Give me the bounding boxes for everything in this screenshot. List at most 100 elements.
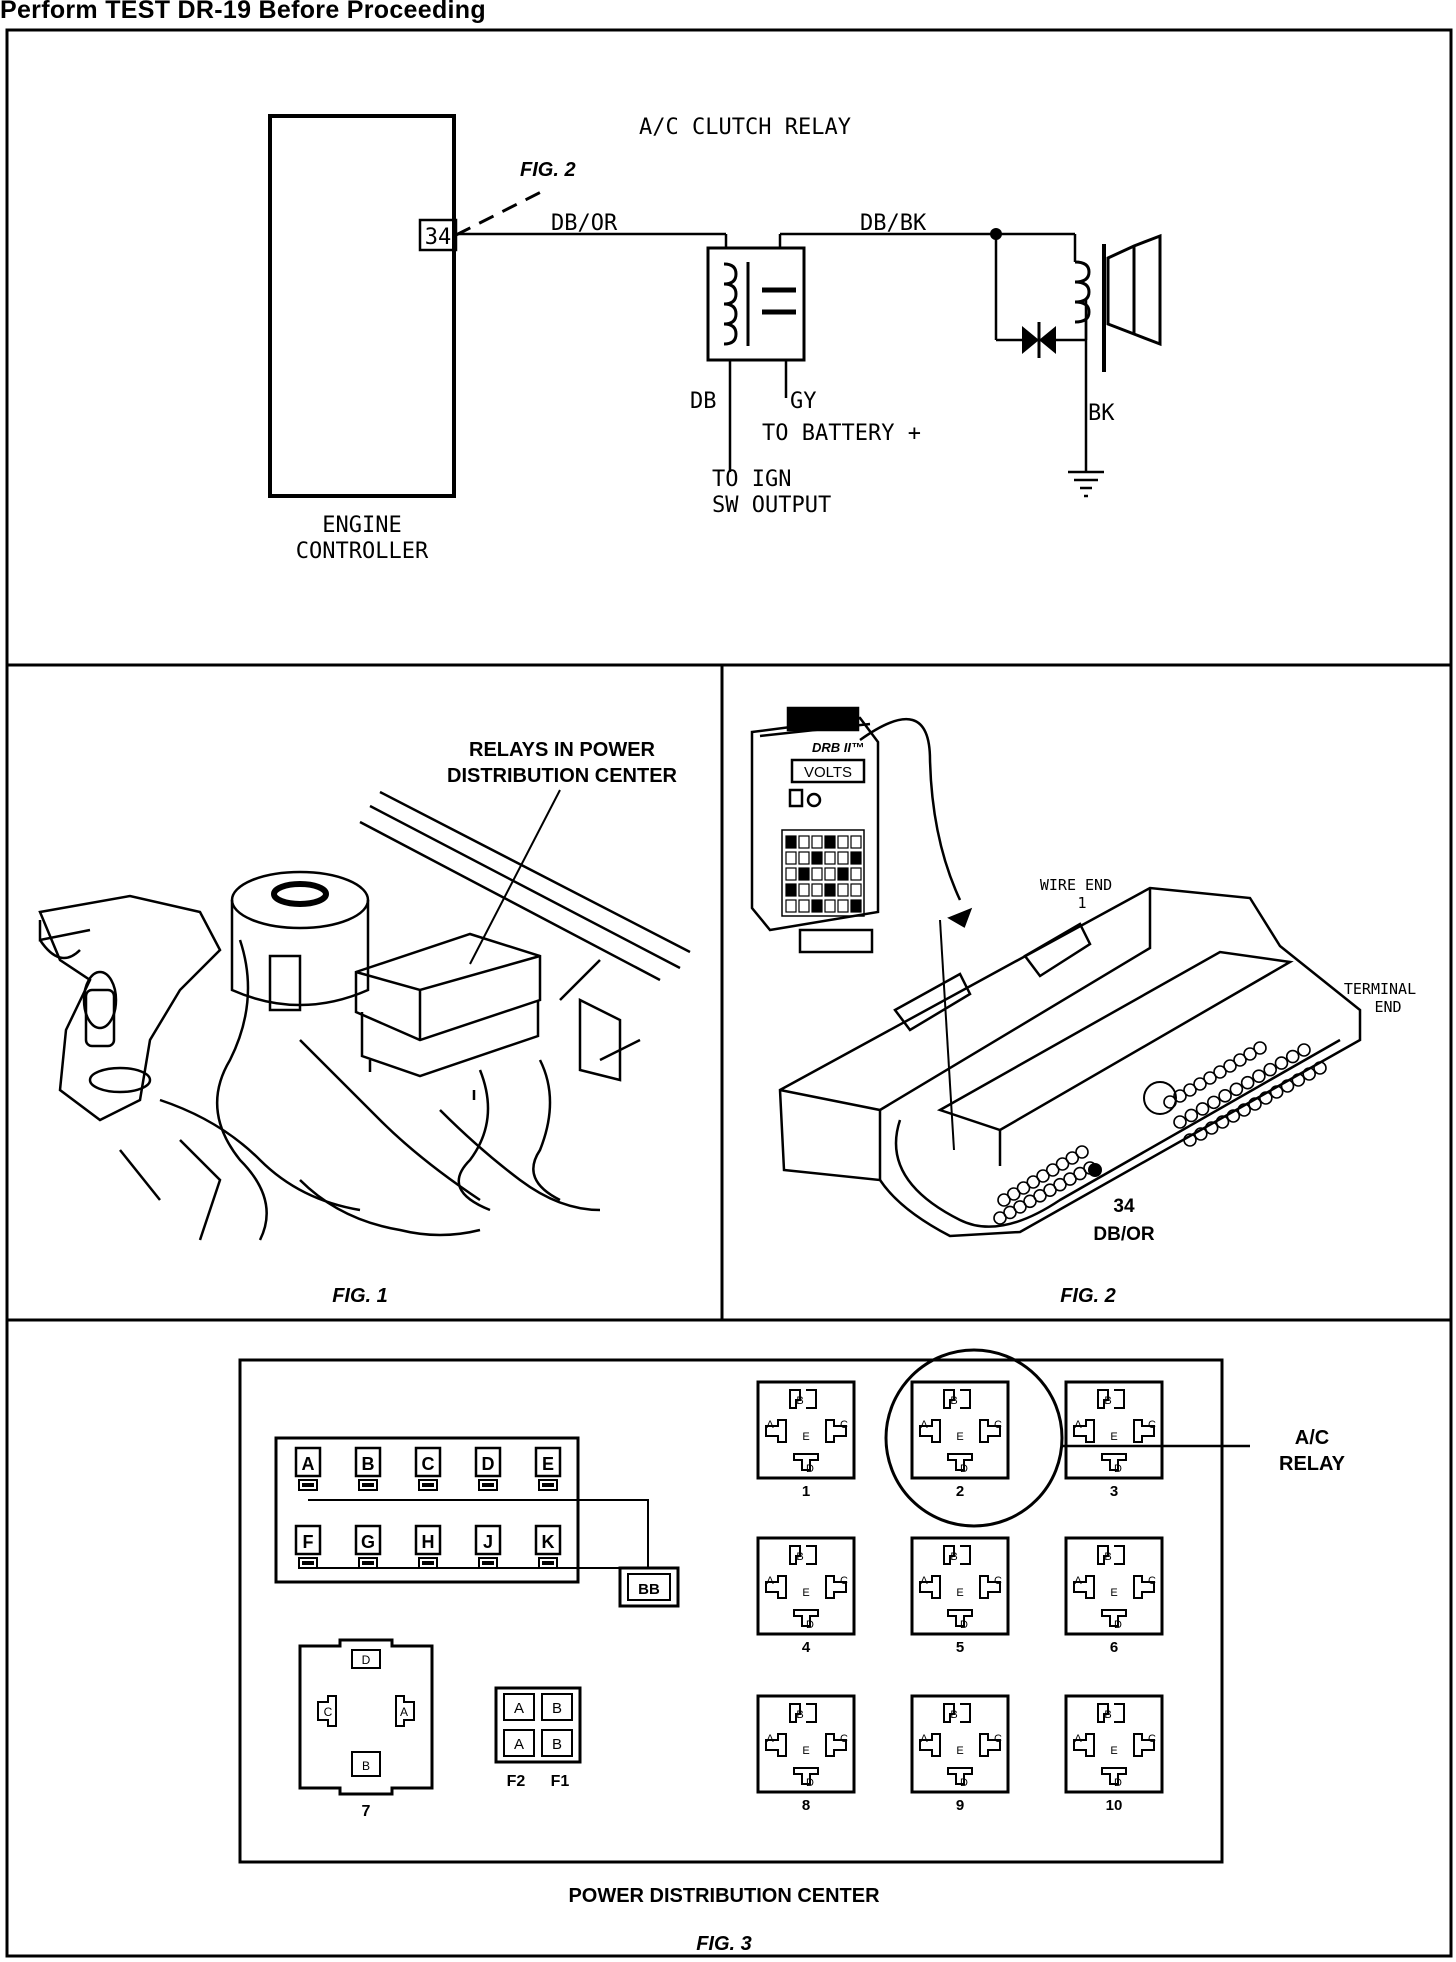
relay-1-pin-a: A xyxy=(766,1419,774,1431)
relay-2-pin-a: A xyxy=(920,1419,928,1431)
fig1-label-1: RELAYS IN POWER xyxy=(469,739,656,761)
ground-icon xyxy=(1068,470,1104,498)
ac-relay-label-1: A/C xyxy=(1295,1427,1329,1449)
clamp-diode xyxy=(1022,322,1056,358)
relay-3-pin-c: C xyxy=(1148,1419,1156,1431)
relay-grid: ABCDE1ABCDE2ABCDE3ABCDE4ABCDE5ABCDE6ABCD… xyxy=(756,1380,1164,1814)
relay-number: 5 xyxy=(956,1639,964,1656)
fig2-caption: FIG. 2 xyxy=(1060,1285,1116,1307)
relay-9-pin-c: C xyxy=(994,1733,1002,1745)
controller-label-2: CONTROLLER xyxy=(296,539,429,564)
f1-label: F1 xyxy=(551,1773,570,1790)
relay-9-pin-b: B xyxy=(950,1709,957,1721)
relay-1-pin-e: E xyxy=(802,1431,809,1443)
fuse-block xyxy=(274,1436,580,1584)
relay-8-pin-a: A xyxy=(766,1733,774,1745)
relay-9-pin-e: E xyxy=(956,1745,963,1757)
relay-5-pin-e: E xyxy=(956,1587,963,1599)
relay-4-pin-b: B xyxy=(796,1551,803,1563)
wire-gy-label: GY xyxy=(790,389,817,414)
relay-8-pin-b: B xyxy=(796,1709,803,1721)
connector-7 xyxy=(298,1638,434,1796)
tester-display: VOLTS xyxy=(804,764,852,781)
relay-8-pin-e: E xyxy=(802,1745,809,1757)
relay-number: 2 xyxy=(956,1483,964,1500)
relay-3-pin-d: D xyxy=(1114,1463,1122,1475)
pin-34-probe-point xyxy=(1088,1163,1102,1177)
small-fuse-a2: A xyxy=(514,1736,524,1753)
relay-number: 8 xyxy=(802,1797,810,1814)
relay-9-pin-d: D xyxy=(960,1777,968,1789)
relay-4-pin-e: E xyxy=(802,1587,809,1599)
engine-controller-box xyxy=(268,114,456,498)
wire-bk-label: BK xyxy=(1088,401,1115,426)
conn7-b: B xyxy=(362,1759,370,1773)
fuse-label-g: G xyxy=(361,1532,375,1552)
battery-label: TO BATTERY + xyxy=(762,421,921,446)
relay-2-pin-c: C xyxy=(994,1419,1002,1431)
tester-brand: DRB II™ xyxy=(812,740,864,755)
relay-number: 4 xyxy=(802,1639,811,1656)
fig-ref-dash xyxy=(455,188,546,237)
small-fuse-a1: A xyxy=(514,1700,524,1717)
ac-relay-highlight xyxy=(884,1348,1064,1528)
wire-db-bk-label: DB/BK xyxy=(860,211,927,236)
fig1-label-2: DISTRIBUTION CENTER xyxy=(447,765,678,787)
pdc-title: POWER DISTRIBUTION CENTER xyxy=(568,1885,880,1907)
terminal-end-label-2: END xyxy=(1374,998,1401,1016)
bus-bar-box xyxy=(618,1566,680,1608)
relay-number: 3 xyxy=(1110,1483,1118,1500)
bus-bar-label: BB xyxy=(638,1581,660,1598)
relay-2-pin-e: E xyxy=(956,1431,963,1443)
tester-keypad xyxy=(785,835,862,913)
schematic: 34 A/C CLUTCH RELAY FIG. 2 DB/OR DB/BK xyxy=(268,114,1162,564)
small-fuse-b2: B xyxy=(552,1736,562,1753)
f2-label: F2 xyxy=(507,1773,526,1790)
relay-2-pin-d: D xyxy=(960,1463,968,1475)
ign-label-1: TO IGN xyxy=(712,467,791,492)
fuse-label-j: J xyxy=(483,1532,493,1552)
fuse-label-b: B xyxy=(362,1454,375,1474)
panel-borders xyxy=(5,28,1453,1958)
drb-tester xyxy=(750,706,962,954)
relay-5-pin-a: A xyxy=(920,1575,928,1587)
relay-6-pin-e: E xyxy=(1110,1587,1117,1599)
relay-10-pin-e: E xyxy=(1110,1745,1117,1757)
wire-db-label: DB xyxy=(690,389,717,414)
relay-number: 10 xyxy=(1106,1797,1123,1814)
relay-10-pin-a: A xyxy=(1074,1733,1082,1745)
fig1-caption: FIG. 1 xyxy=(332,1285,388,1307)
relay-4-pin-c: C xyxy=(840,1575,848,1587)
schematic-title: A/C CLUTCH RELAY xyxy=(639,115,851,140)
pin-34-label: 34 xyxy=(425,225,452,250)
fuse-label-c: C xyxy=(422,1454,435,1474)
conn7-c: C xyxy=(324,1705,333,1719)
relay-1-pin-c: C xyxy=(840,1419,848,1431)
relay-4-pin-d: D xyxy=(806,1619,814,1631)
fig2-wire-label: DB/OR xyxy=(1093,1224,1155,1245)
wire-end-label-1: WIRE END xyxy=(1040,876,1112,894)
conn7-d: D xyxy=(362,1653,371,1667)
wire-end-label-2: 1 xyxy=(1077,894,1086,912)
pdc-outline xyxy=(238,1358,1224,1864)
relay-3-pin-b: B xyxy=(1104,1395,1111,1407)
relay-8-pin-c: C xyxy=(840,1733,848,1745)
fuse-label-k: K xyxy=(542,1532,555,1552)
connector-pins xyxy=(993,1041,1327,1225)
relay-5-pin-d: D xyxy=(960,1619,968,1631)
relay-2-pin-b: B xyxy=(950,1395,957,1407)
relay-number: 9 xyxy=(956,1797,964,1814)
relay-number: 6 xyxy=(1110,1639,1118,1656)
relay-number: 1 xyxy=(802,1483,810,1500)
relay-3-pin-e: E xyxy=(1110,1431,1117,1443)
fig3-caption: FIG. 3 xyxy=(696,1933,752,1955)
wire-db-or-label: DB/OR xyxy=(551,211,618,236)
